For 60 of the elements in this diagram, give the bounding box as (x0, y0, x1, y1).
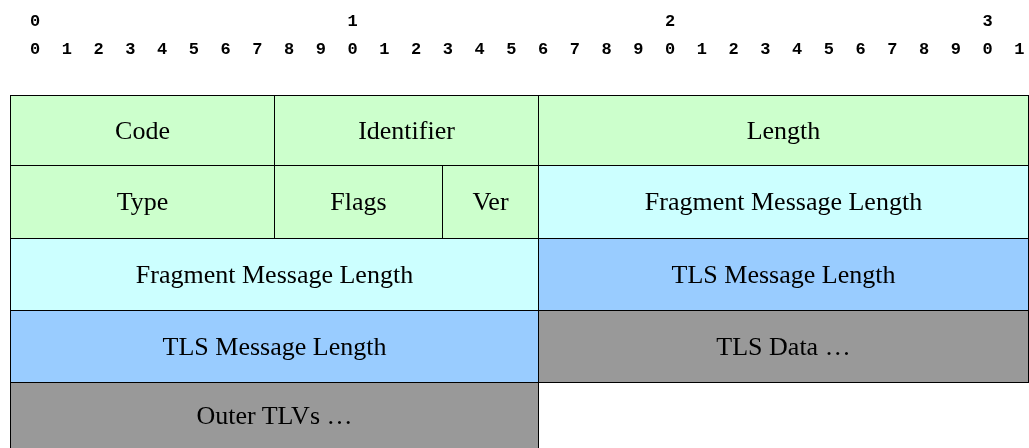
bit-number: 0 (981, 40, 994, 59)
bit-number: 1 (695, 40, 708, 59)
field-label: Fragment Message Length (135, 259, 414, 290)
bit-number: 1 (346, 12, 359, 31)
bit-number: 7 (886, 40, 899, 59)
field-label: Outer TLVs … (196, 400, 353, 431)
bit-number: 0 (28, 12, 42, 31)
bit-number: 3 (981, 12, 994, 31)
bit-number: 6 (854, 40, 867, 59)
bit-number: 5 (187, 40, 200, 59)
bit-number: 1 (378, 40, 391, 59)
bit-number: 2 (409, 40, 423, 59)
field-box (10, 382, 539, 448)
field-label: Ver (472, 187, 509, 217)
field-label: Length (746, 115, 821, 146)
bit-number: 9 (949, 40, 962, 59)
bit-number: 3 (124, 40, 137, 59)
bit-number: 1 (60, 40, 73, 59)
bit-number: 8 (282, 40, 296, 59)
bit-number: 3 (759, 40, 772, 59)
bit-number: 0 (28, 40, 42, 59)
field-label: Identifier (358, 115, 455, 146)
bit-number: 8 (917, 40, 931, 59)
bit-number: 9 (314, 40, 327, 59)
field-label: Code (115, 115, 170, 146)
field-label: TLS Data … (716, 331, 851, 362)
bit-number: 2 (663, 12, 677, 31)
bit-number: 4 (155, 40, 169, 59)
bit-number: 6 (219, 40, 232, 59)
bit-number: 9 (632, 40, 645, 59)
bit-number: 8 (600, 40, 613, 59)
field-box (10, 95, 275, 166)
bit-number: 6 (536, 40, 550, 59)
field-box (274, 165, 443, 239)
bit-number: 5 (822, 40, 835, 59)
bit-number: 1 (1013, 40, 1026, 59)
bit-number: 2 (727, 40, 740, 59)
field-box (10, 310, 539, 383)
field-box (10, 238, 539, 311)
bit-number: 3 (441, 40, 454, 59)
bit-number: 4 (790, 40, 804, 59)
field-label: Type (116, 187, 169, 217)
field-box (538, 310, 1029, 383)
field-box (10, 165, 275, 239)
bit-number: 5 (505, 40, 518, 59)
field-box (538, 238, 1029, 311)
field-label: Fragment Message Length (644, 187, 923, 217)
field-box (538, 95, 1029, 166)
bit-number: 4 (473, 40, 486, 59)
field-box (442, 165, 539, 239)
bit-number: 0 (663, 40, 677, 59)
field-box (274, 95, 539, 166)
bit-number: 7 (251, 40, 264, 59)
field-box (538, 165, 1029, 239)
field-label: TLS Message Length (671, 259, 896, 290)
bit-number: 7 (568, 40, 581, 59)
field-label: TLS Message Length (162, 331, 387, 362)
bit-number: 0 (346, 40, 359, 59)
field-label: Flags (330, 187, 387, 217)
bit-number: 2 (92, 40, 105, 59)
